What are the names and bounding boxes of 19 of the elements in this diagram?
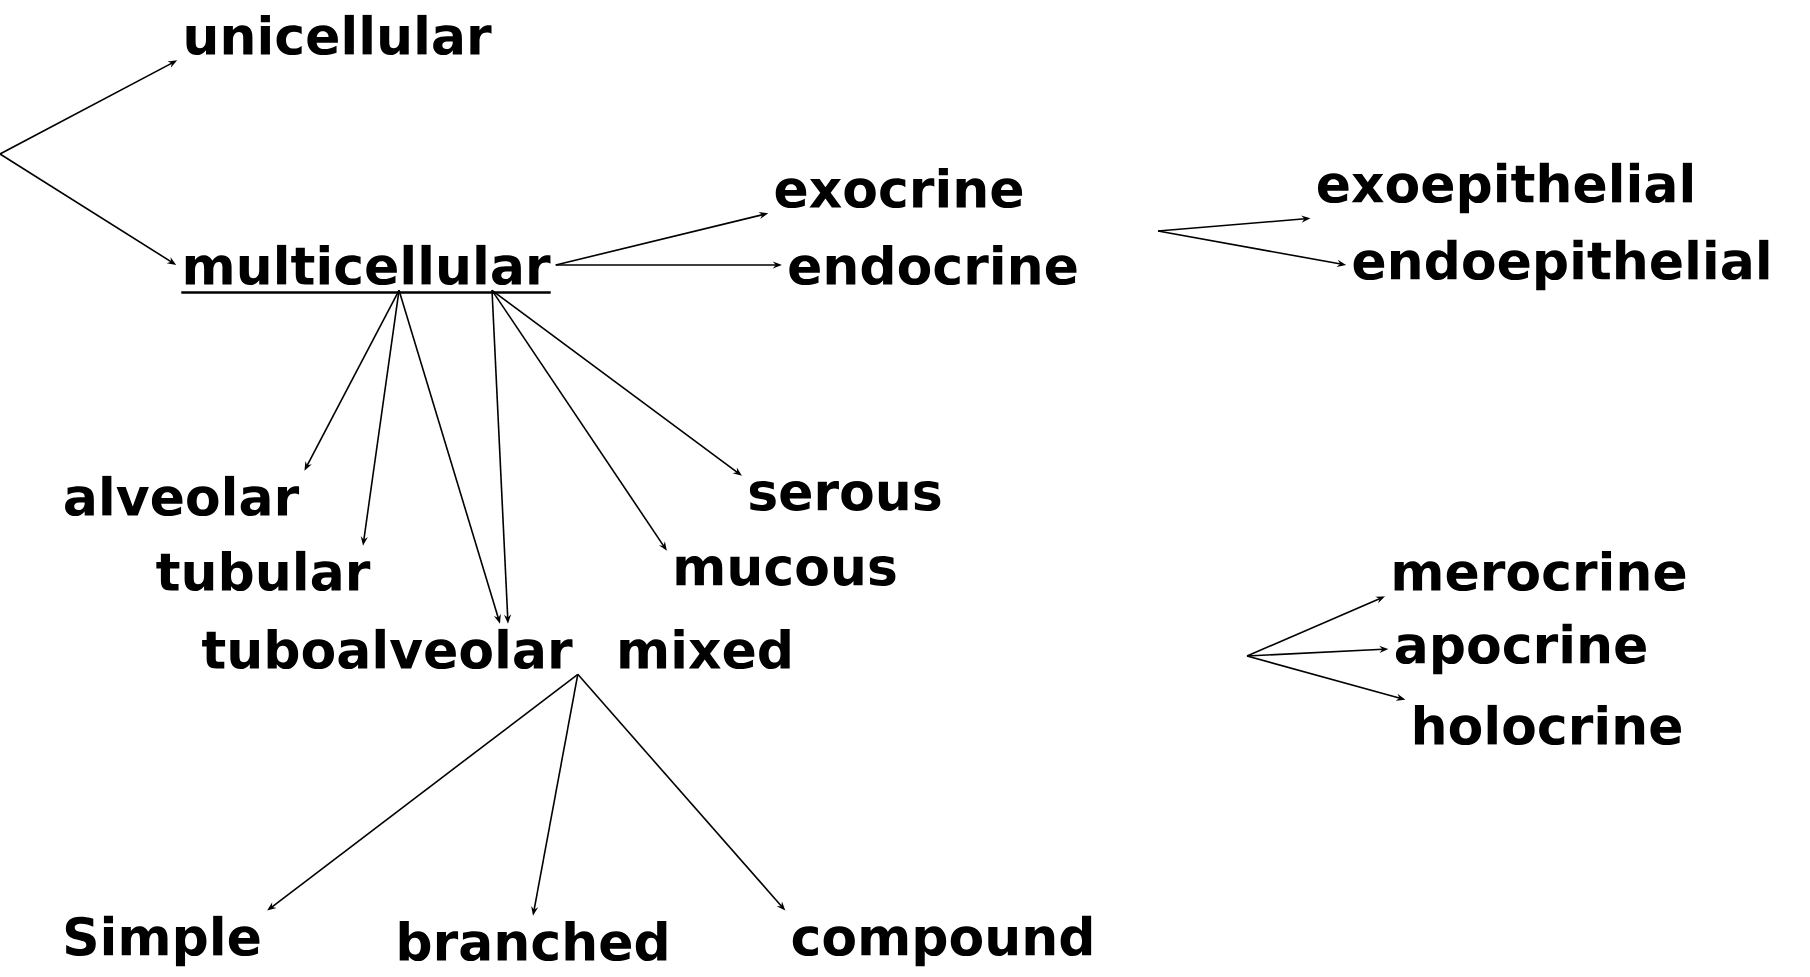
- label-text: endocrine: [789, 244, 1077, 286]
- label-text: serous: [749, 481, 941, 511]
- label-text: unicellular: [186, 14, 492, 56]
- label-text: apocrine: [1395, 623, 1646, 675]
- label-text: exoepithelial: [1317, 162, 1692, 214]
- label-text: branched: [399, 920, 667, 962]
- label-text: multicellular: [181, 244, 551, 294]
- label-text: tubular: [156, 550, 371, 592]
- label-text: mucous: [676, 556, 896, 586]
- label-text: holocrine: [1414, 704, 1681, 746]
- label-text: tuboalveolar: [202, 628, 573, 670]
- label-text: merocrine: [1394, 550, 1686, 592]
- label-text: compound: [792, 915, 1092, 967]
- arrow: [491, 289, 742, 476]
- label-text: endoepithelial: [1353, 239, 1769, 291]
- label-text: Simple: [65, 915, 260, 967]
- label-text: alveolar: [65, 475, 300, 517]
- label-text: exocrine: [775, 167, 1023, 209]
- label-text: mixed: [620, 628, 790, 670]
